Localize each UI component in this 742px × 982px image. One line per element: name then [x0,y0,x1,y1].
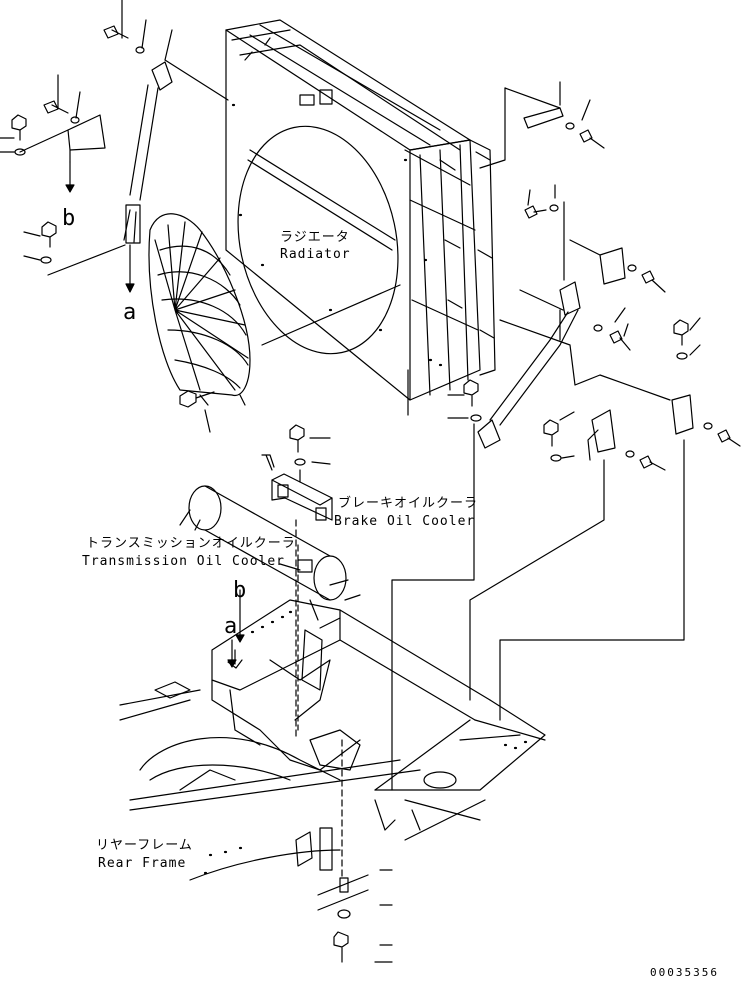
radiator-label-en: Radiator [280,247,351,262]
right-bracket-fasteners [447,81,741,471]
radiator-assembly [225,19,496,416]
fan-guard-bolt [179,284,401,433]
ref-letter-b-upper: b [62,206,76,231]
ref-letter-b-lower: b [233,578,247,603]
dashed-center-line [295,519,343,881]
ref-letter-a-upper: a [123,300,137,325]
drawing-number: 00035356 [650,966,719,979]
fan-guard [148,213,251,406]
ref-letter-a-lower: a [224,614,238,639]
ref-arrows-upper [65,161,135,293]
rear-frame [119,599,546,881]
radiator-label-jp: ラジエータ [280,230,350,245]
leader-lines [227,309,685,791]
brake-oil-cooler-label-en: Brake Oil Cooler [334,514,476,529]
brake-oil-cooler-label-jp: ブレーキオイルクーラ [338,496,479,511]
brake-oil-cooler [261,424,333,521]
transmission-oil-cooler [179,485,347,621]
transmission-oil-cooler-label-en: Transmission Oil Cooler [82,554,286,569]
rear-frame-label-en: Rear Frame [98,856,187,871]
transmission-oil-cooler-label-jp: トランスミッションオイルクーラ [86,536,296,551]
fasteners-top-left [0,0,147,276]
frame-holes [203,610,528,875]
rear-frame-label-jp: リヤーフレーム [96,838,193,853]
left-stay-rod [123,29,229,244]
bottom-fasteners [317,869,393,963]
